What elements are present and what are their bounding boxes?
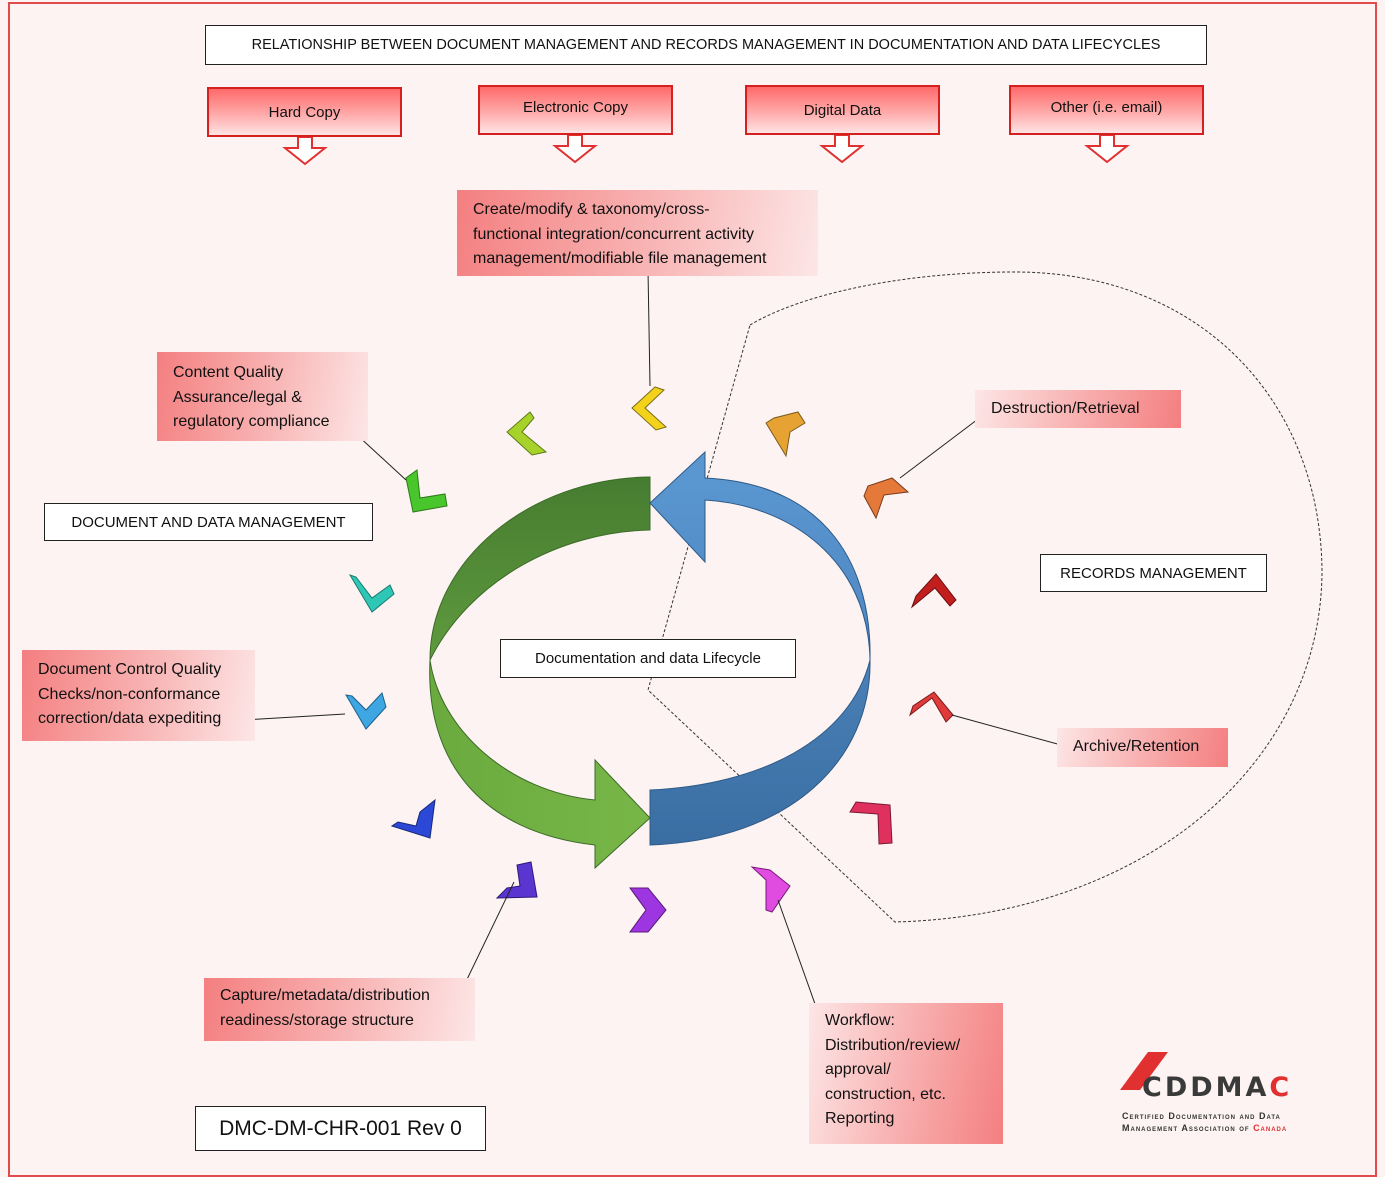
stage-workflow-line-3: approval/ [825,1061,891,1078]
stage-document-control: Document Control Quality Checks/non-conf… [22,650,255,741]
logo-name-accent: C [1269,1072,1293,1103]
document-id: DMC-DM-CHR-001 Rev 0 [195,1106,486,1151]
stage-archive-retention: Archive/Retention [1057,728,1228,767]
stage-content-quality-line-2: Assurance/legal & [173,388,302,406]
source-down-arrows [282,134,1130,166]
chevron-teal [348,574,395,613]
stage-workflow-line-5: Reporting [825,1110,895,1127]
stage-workflow-line-1: Workflow: [825,1012,895,1029]
chevron-lime [506,411,548,456]
records-boundary [647,271,1323,923]
logo-tagline-2-main: Management Association of [1122,1123,1254,1133]
stage-document-control-line-1: Document Control Quality [38,661,222,678]
chevron-yellow [631,386,667,431]
chevron-dark-red [910,573,957,609]
section-records-management: RECORDS MANAGEMENT [1040,554,1267,592]
chevron-blue [390,798,436,839]
stage-workflow-line-4: construction, etc. [825,1085,946,1103]
source-other-email: Other (i.e. email) [1009,85,1204,135]
chevron-rose [849,801,893,845]
chevron-green [405,469,448,513]
chevron-red [909,691,954,723]
stage-content-quality: Content Quality Assurance/legal & regula… [157,352,368,441]
chevron-sky [345,692,387,730]
stage-create-line-1: Create/modify & taxonomy/cross- [473,201,710,218]
chevron-magenta [750,866,791,913]
lifecycle-green-arrow [429,659,651,870]
source-electronic-copy: Electronic Copy [478,85,673,135]
lifecycle-blue-bottom [649,659,871,846]
stage-create-line-2: functional integration/concurrent activi… [473,225,755,243]
cddmac-logo: CDDMAC Certified Documentation and Data … [1118,1060,1368,1140]
logo-tagline-2: Management Association of Canada [1122,1123,1362,1133]
stage-document-control-line-2: Checks/non-conformance [38,685,221,703]
section-document-data-management: DOCUMENT AND DATA MANAGEMENT [44,503,373,541]
logo-name-main: CDDMA [1142,1072,1270,1103]
source-digital-data: Digital Data [745,85,940,135]
logo-slash [1120,1052,1168,1090]
stage-content-quality-line-3: regulatory compliance [173,413,330,430]
stage-capture-line-1: Capture/metadata/distribution [220,987,430,1004]
diagram-title: RELATIONSHIP BETWEEN DOCUMENT MANAGEMENT… [205,25,1207,65]
logo-tagline-1: Certified Documentation and Data [1122,1111,1281,1121]
stage-destruction-retrieval: Destruction/Retrieval [975,390,1181,428]
stage-workflow-line-2: Distribution/review/ [825,1036,961,1054]
chevron-amber [765,411,806,458]
chevron-indigo [495,861,538,899]
stage-capture: Capture/metadata/distribution readiness/… [204,978,475,1041]
stage-create-line-3: management/modifiable file management [473,250,767,267]
lifecycle-green-top [429,476,651,661]
stage-document-control-line-3: correction/data expediting [38,710,222,727]
stage-workflow: Workflow: Distribution/review/ approval/… [809,1003,1003,1144]
stage-create-modify: Create/modify & taxonomy/cross- function… [457,190,818,276]
stage-content-quality-line-1: Content Quality [173,364,284,381]
chevron-violet [629,887,667,933]
stage-capture-line-2: readiness/storage structure [220,1011,414,1029]
chevron-orange [863,477,910,520]
center-lifecycle-label: Documentation and data Lifecycle [500,639,796,678]
lifecycle-blue-arrow [649,450,871,661]
logo-wordmark: CDDMAC [1142,1072,1292,1103]
logo-tagline-2-accent: Canada [1253,1123,1288,1133]
source-hard-copy: Hard Copy [207,87,402,137]
